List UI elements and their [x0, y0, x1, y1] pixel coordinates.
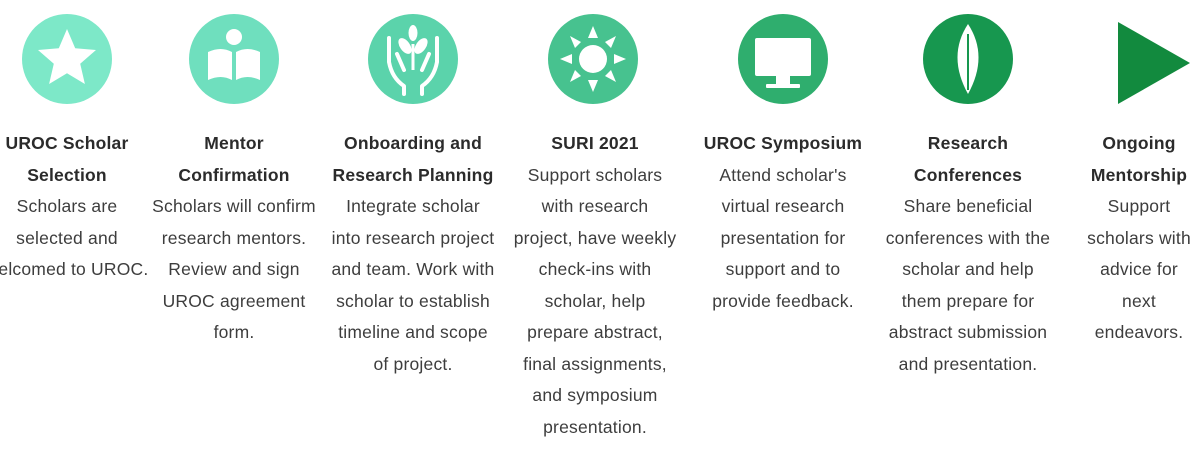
step-description: Scholars will confirm research mentors. …: [152, 196, 316, 342]
step-3-marker: [368, 14, 458, 104]
arrow-icon: [1118, 22, 1190, 104]
step-3-text: Onboarding and Research Planning Integra…: [330, 128, 496, 380]
step-title: Onboarding and Research Planning: [332, 133, 494, 185]
step-6-text: Research Conferences Share beneficial co…: [885, 128, 1051, 380]
step-description: Support scholars with advice for next en…: [1087, 196, 1191, 342]
hands-plant-icon: [387, 25, 439, 96]
step-circle: [189, 14, 279, 104]
step-title: UROC Symposium: [703, 133, 863, 153]
step-6-marker: [923, 14, 1013, 104]
step-5-marker: [738, 14, 828, 104]
monitor-icon: [755, 38, 811, 88]
step-title: UROC Scholar Selection: [5, 133, 129, 185]
book-reader-icon: [208, 29, 260, 80]
step-description: Support scholars with research project, …: [513, 164, 677, 437]
step-4-marker: [548, 14, 638, 104]
step-title: Mentor Confirmation: [178, 133, 290, 185]
step-title: Ongoing Mentorship: [1090, 133, 1188, 185]
step-1-text: UROC Scholar Selection Scholars are sele…: [0, 128, 150, 286]
step-1-marker: [22, 14, 112, 104]
leaf-icon: [957, 24, 979, 94]
star-icon: [38, 29, 96, 84]
step-5-text: UROC Symposium Attend scholar's virtual …: [700, 128, 866, 317]
step-description: Attend scholar's virtual research presen…: [712, 164, 854, 311]
step-title: Research Conferences: [913, 133, 1023, 185]
sun-icon: [560, 26, 626, 92]
step-description: Share beneficial conferences with the sc…: [885, 196, 1051, 374]
step-7-marker: [1118, 22, 1190, 104]
step-description: Integrate scholar into research project …: [331, 196, 495, 374]
step-4-text: SURI 2021 Support scholars with research…: [512, 128, 678, 443]
step-7-text: Ongoing Mentorship Support scholars with…: [1082, 128, 1196, 349]
step-description: Scholars are selected and welcomed to UR…: [0, 196, 149, 279]
step-2-text: Mentor Confirmation Scholars will confir…: [151, 128, 317, 349]
step-2-marker: [189, 14, 279, 104]
timeline-graphic: [22, 14, 1190, 104]
step-title: SURI 2021: [551, 133, 639, 153]
